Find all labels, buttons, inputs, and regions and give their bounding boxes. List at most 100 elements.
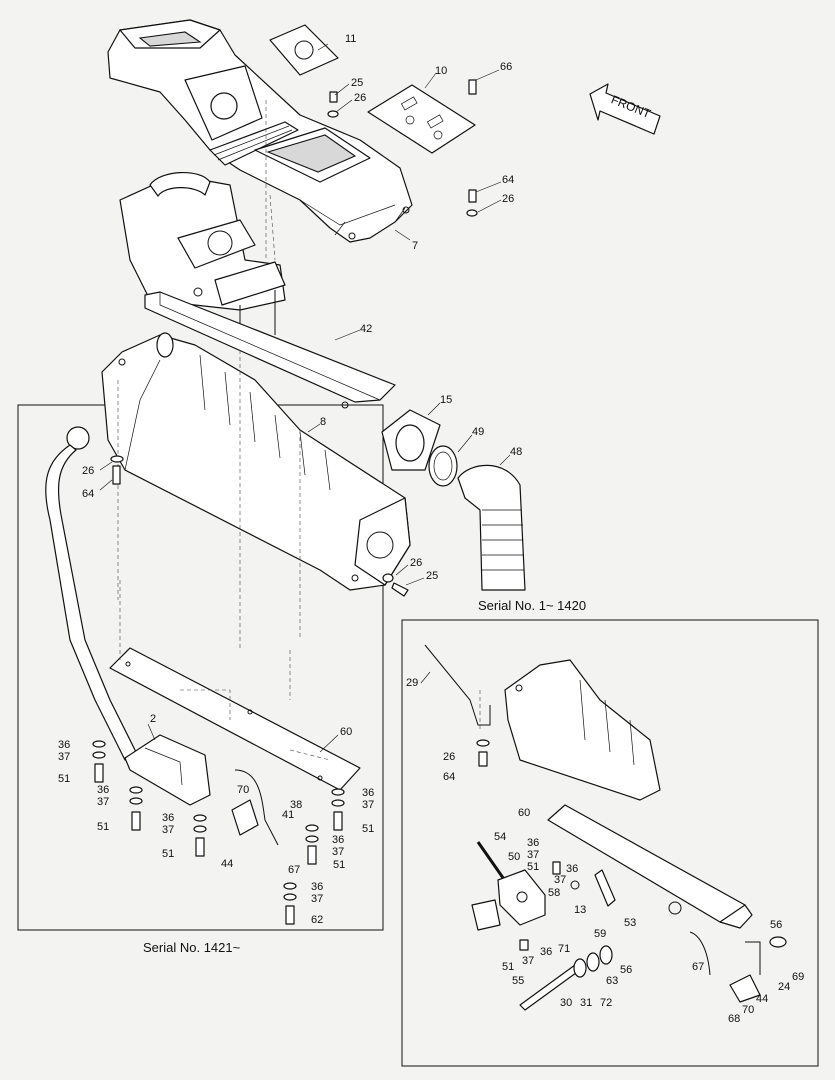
label-s2: 2	[150, 713, 156, 725]
shaft-part-55	[519, 945, 613, 1011]
label-s37a: 37	[58, 751, 70, 763]
callouts-left-box: 2 60 36 37 51 36 37 51 36 37 51 70 38 41…	[58, 713, 374, 926]
callout-25b: 25	[426, 570, 438, 582]
label-26: 26	[443, 751, 455, 763]
label-59: 59	[594, 928, 606, 940]
label-70: 70	[742, 1004, 754, 1016]
early-serial-frame	[401, 619, 819, 1067]
label-s51e: 51	[333, 859, 345, 871]
label-s37e: 37	[332, 846, 344, 858]
label-s51c: 51	[162, 848, 174, 860]
label-54: 54	[494, 831, 506, 843]
label-51b: 51	[502, 961, 514, 973]
flange-part-15	[381, 409, 441, 471]
label-44: 44	[756, 993, 768, 1005]
label-51a: 51	[527, 861, 539, 873]
label-58: 58	[548, 887, 560, 899]
label-s36d: 36	[362, 787, 374, 799]
callout-48: 48	[510, 446, 522, 458]
label-56a: 56	[620, 964, 632, 976]
label-s44: 44	[221, 858, 233, 870]
label-72: 72	[600, 997, 612, 1009]
label-s70: 70	[237, 784, 249, 796]
lever-assy-part-54	[471, 841, 546, 931]
callout-66: 66	[500, 61, 512, 73]
small-bolt-group-right	[476, 739, 561, 951]
front-arrow-icon: FRONT	[589, 83, 661, 135]
lever-bracket-part-2	[124, 734, 211, 806]
callout-42: 42	[360, 323, 372, 335]
bracket-part-42	[144, 291, 396, 409]
switch-part-44-right	[729, 936, 787, 1003]
label-36b: 36	[566, 863, 578, 875]
callout-26d: 26	[410, 557, 422, 569]
label-s36e: 36	[332, 834, 344, 846]
lower-plate-part-60	[109, 647, 361, 791]
serial-caption-early: Serial No. 1~ 1420	[478, 598, 586, 613]
label-s36c: 36	[162, 812, 174, 824]
inner-frame-part	[119, 171, 286, 345]
callout-10: 10	[435, 65, 447, 77]
callout-49: 49	[472, 426, 484, 438]
label-13: 13	[574, 904, 586, 916]
serial-caption-late: Serial No. 1421~	[143, 940, 241, 955]
callout-26c: 26	[82, 465, 94, 477]
label-36c: 36	[540, 946, 552, 958]
callout-25a: 25	[351, 77, 363, 89]
callouts-top: 11 25 26 10 66 64 26 7 42 15 8 49 48 26 …	[82, 33, 522, 582]
screw-25	[327, 91, 339, 118]
link-part-13	[570, 869, 616, 907]
label-s51d: 51	[362, 823, 374, 835]
label-s38: 38	[290, 799, 302, 811]
callout-15: 15	[440, 394, 452, 406]
label-s37b: 37	[97, 796, 109, 808]
label-37c: 37	[522, 955, 534, 967]
callout-8: 8	[320, 416, 326, 428]
label-s36b: 36	[97, 784, 109, 796]
pad-part-11	[269, 24, 339, 76]
label-60: 60	[518, 807, 530, 819]
label-s60: 60	[340, 726, 352, 738]
label-31: 31	[580, 997, 592, 1009]
callout-leaders	[99, 43, 511, 753]
label-s41: 41	[282, 809, 294, 821]
screw-25-lower	[382, 573, 409, 597]
plate-part-60-right	[547, 804, 753, 929]
duct-part-48	[457, 464, 526, 591]
label-s36a: 36	[58, 739, 70, 751]
label-53: 53	[624, 917, 636, 929]
label-63: 63	[606, 975, 618, 987]
console-cover-part	[107, 19, 413, 243]
label-s51a: 51	[58, 773, 70, 785]
label-30: 30	[560, 997, 572, 1009]
label-s37c: 37	[162, 824, 174, 836]
rod-part-29	[424, 644, 491, 726]
label-29: 29	[406, 677, 418, 689]
wire-harness-67	[689, 931, 711, 976]
label-s51b: 51	[97, 821, 109, 833]
bolt-stack-right	[283, 788, 345, 925]
label-37b: 37	[554, 874, 566, 886]
clamp-part-49	[428, 445, 458, 487]
label-36a: 36	[527, 837, 539, 849]
label-55: 55	[512, 975, 524, 987]
lower-housing-part	[101, 332, 411, 640]
label-56b: 56	[770, 919, 782, 931]
label-67: 67	[692, 961, 704, 973]
label-24: 24	[778, 981, 790, 993]
screw-64-top	[466, 189, 478, 217]
wire-harness-41	[234, 769, 279, 846]
callout-7: 7	[412, 240, 418, 252]
label-50: 50	[508, 851, 520, 863]
label-69: 69	[792, 971, 804, 983]
label-71: 71	[558, 943, 570, 955]
assembly-guides	[119, 100, 481, 730]
callout-26b: 26	[502, 193, 514, 205]
callouts-right-box: 29 26 64 60 54 50 36 37 51 36 37 58 13 5…	[406, 677, 804, 1025]
callout-64a: 64	[502, 174, 514, 186]
plate-part-10	[367, 84, 476, 154]
callout-64b: 64	[82, 488, 94, 500]
label-s37d: 37	[362, 799, 374, 811]
wire-harness-67b	[745, 941, 761, 975]
